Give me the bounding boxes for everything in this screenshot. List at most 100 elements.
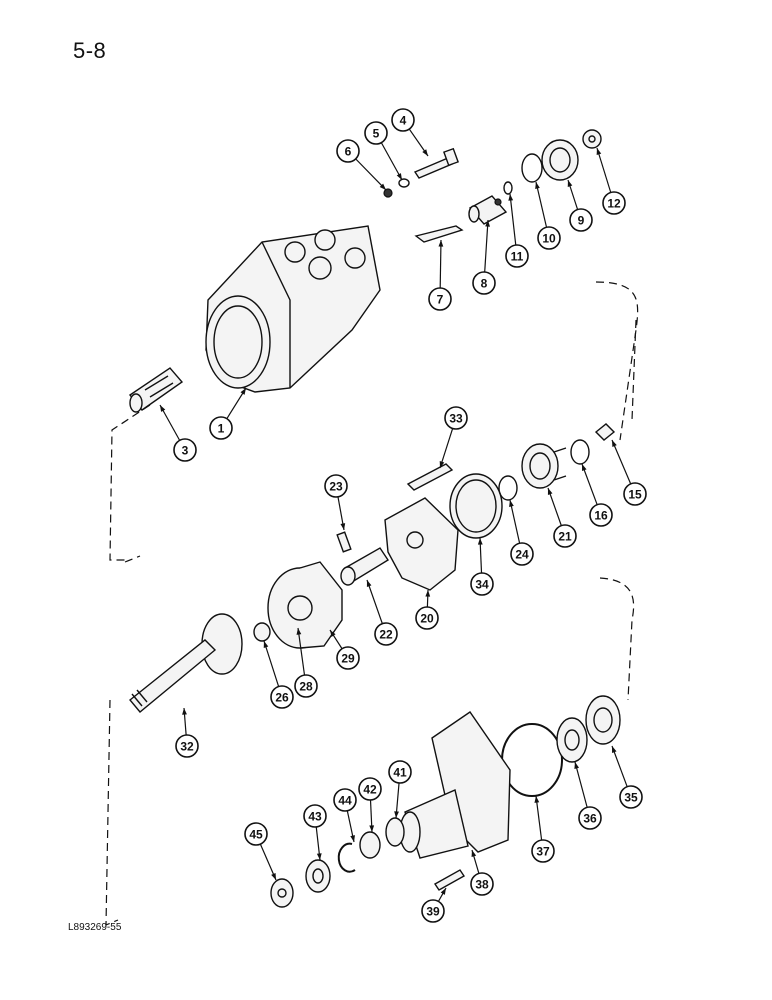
valve-housing — [205, 225, 381, 393]
callout-6: 6 — [336, 139, 360, 163]
callout-number: 1 — [218, 422, 225, 436]
callout-circle — [531, 839, 555, 863]
leader-arrow-23 — [340, 523, 346, 530]
callout-circle — [553, 524, 577, 548]
leader-line-12 — [596, 147, 612, 193]
plug-9 — [541, 139, 579, 181]
leader-arrow-28 — [296, 628, 302, 635]
leader-arrow-1 — [240, 388, 246, 395]
callout-7: 7 — [428, 287, 452, 311]
callout-circle — [415, 606, 439, 630]
callout-4: 4 — [391, 108, 415, 132]
callout-number: 43 — [308, 810, 322, 824]
leader-arrow-41 — [394, 811, 399, 818]
callout-number: 33 — [449, 412, 463, 426]
callout-32: 32 — [175, 734, 199, 758]
gerotor-29 — [267, 561, 343, 649]
leader-arrow-35 — [612, 746, 617, 753]
callout-circle — [444, 406, 468, 430]
leader-line-22 — [366, 579, 383, 624]
callout-circle — [578, 806, 602, 830]
callout-28: 28 — [294, 674, 318, 698]
callout-number: 36 — [583, 812, 597, 826]
leader-line-37 — [535, 795, 543, 841]
callout-number: 9 — [578, 214, 585, 228]
callout-number: 39 — [426, 905, 440, 919]
callout-number: 41 — [393, 766, 407, 780]
callout-circle — [391, 108, 415, 132]
leader-arrow-20 — [425, 590, 431, 597]
drive-link-22 — [340, 547, 389, 586]
leader-line-21 — [547, 487, 562, 526]
washer-43 — [305, 859, 331, 893]
leader-arrow-38 — [471, 850, 477, 857]
callout-circle — [619, 785, 643, 809]
leader-arrow-12 — [596, 148, 602, 155]
callout-number: 37 — [536, 845, 550, 859]
callout-10: 10 — [537, 226, 561, 250]
leader-line-35 — [611, 745, 628, 787]
drawing-code: L893269-55 — [68, 922, 122, 933]
leader-line-36 — [574, 761, 588, 808]
seal-41 — [385, 817, 405, 847]
assembly-guide-middle — [124, 319, 637, 563]
small-seal — [398, 178, 410, 188]
callout-number: 20 — [420, 612, 434, 626]
callout-labels: 1345678910111215162021222324262829323334… — [173, 108, 647, 923]
callout-36: 36 — [578, 806, 602, 830]
callout-number: 3 — [182, 444, 189, 458]
callout-circle — [294, 674, 318, 698]
callout-42: 42 — [358, 777, 382, 801]
callout-circle — [175, 734, 199, 758]
callout-circle — [374, 622, 398, 646]
callout-circle — [623, 482, 647, 506]
callout-number: 35 — [624, 791, 638, 805]
callout-23: 23 — [324, 474, 348, 498]
callout-35: 35 — [619, 785, 643, 809]
leader-arrow-33 — [439, 461, 445, 468]
callout-circle — [364, 121, 388, 145]
centering-plate — [414, 225, 464, 243]
callout-circle — [336, 139, 360, 163]
leader-arrow-8 — [485, 220, 490, 227]
leader-arrow-11 — [508, 194, 514, 201]
callout-37: 37 — [531, 839, 555, 863]
nut-45 — [270, 878, 294, 908]
callout-circle — [421, 899, 445, 923]
leader-line-26 — [263, 640, 280, 687]
callout-45: 45 — [244, 822, 268, 846]
callout-24: 24 — [510, 542, 534, 566]
callout-circle — [470, 872, 494, 896]
leader-arrow-42 — [369, 825, 375, 832]
leader-arrow-43 — [316, 853, 322, 860]
nut-12 — [582, 129, 602, 149]
callout-circle — [324, 474, 348, 498]
callout-number: 42 — [363, 783, 377, 797]
callout-circle — [209, 416, 233, 440]
bushing-42 — [359, 831, 381, 859]
leader-arrow-4 — [422, 149, 428, 156]
seal-ring-10 — [521, 153, 543, 183]
leader-arrow-32 — [182, 708, 187, 715]
o-ring-37 — [501, 723, 563, 797]
callout-22: 22 — [374, 622, 398, 646]
check-ball — [383, 188, 393, 198]
callout-circle — [472, 271, 496, 295]
callout-number: 38 — [475, 878, 489, 892]
leader-arrow-7 — [438, 240, 444, 247]
leader-arrow-5 — [396, 173, 402, 180]
callout-circle — [358, 777, 382, 801]
clip-15 — [594, 423, 616, 441]
callout-circle — [602, 191, 626, 215]
spool — [128, 367, 184, 413]
callout-circle — [505, 244, 529, 268]
callout-3: 3 — [173, 438, 197, 462]
seal-ring-16 — [570, 439, 590, 465]
thrust-bearing-35 — [585, 695, 621, 745]
callout-38: 38 — [470, 872, 494, 896]
leader-line-3 — [159, 404, 181, 441]
page-number: 5-8 — [73, 38, 107, 63]
relief-valve — [468, 195, 508, 225]
retaining-ring-44 — [337, 842, 356, 873]
